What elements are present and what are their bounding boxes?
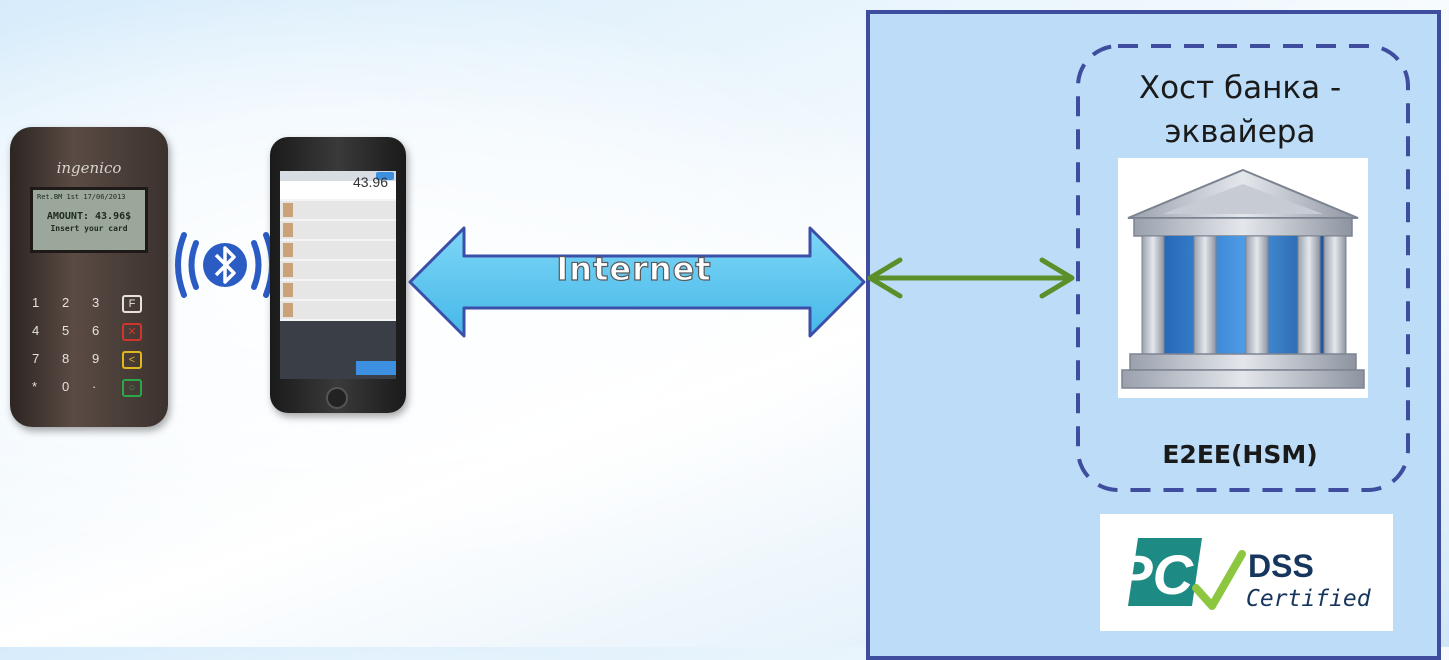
phone-screen: 43.96 — [280, 171, 396, 379]
terminal-key-ok: ○ — [122, 379, 142, 397]
terminal-key: * — [32, 379, 38, 394]
terminal-key: 5 — [62, 323, 70, 338]
pci-logo-graphic: PCI DSS Certified — [1115, 538, 1372, 612]
terminal-key: 0 — [62, 379, 70, 394]
phone-amount: 43.96 — [352, 174, 388, 190]
host-title-line-1: Хост банка - — [1138, 70, 1342, 106]
terminal-key: 4 — [32, 323, 40, 338]
bank-building-icon — [1118, 158, 1368, 398]
terminal-brand: ingenico — [56, 159, 122, 177]
internet-label: Internet — [556, 249, 712, 288]
terminal-key: · — [92, 379, 97, 394]
terminal-amount: AMOUNT: 43.96$ — [46, 211, 132, 222]
terminal-screen: Ret.BM 1st 17/06/2013 AMOUNT: 43.96$ Ins… — [30, 187, 148, 253]
host-boundary — [1076, 44, 1410, 492]
bluetooth-icon — [175, 232, 275, 298]
card-terminal: ingenico Ret.BM 1st 17/06/2013 AMOUNT: 4… — [10, 127, 168, 427]
internet-double-arrow — [408, 226, 866, 338]
pci-dss-logo: PCI DSS Certified — [1100, 514, 1393, 631]
pci-letters: PCI — [1115, 543, 1210, 606]
terminal-key-f: F — [122, 295, 142, 313]
pci-dss-text: DSS — [1248, 548, 1314, 584]
terminal-keypad: 1 2 3 F 4 5 6 ✕ 7 8 9 < * 0 · ○ — [32, 295, 152, 407]
terminal-key-cancel: ✕ — [122, 323, 142, 341]
e2ee-hsm-label: E2EE(HSM) — [1162, 440, 1318, 469]
terminal-key-clear: < — [122, 351, 142, 369]
terminal-key: 2 — [62, 295, 70, 310]
host-connection-arrow — [867, 257, 1075, 299]
terminal-key: 8 — [62, 351, 70, 366]
terminal-key: 6 — [92, 323, 100, 338]
phone-app-image — [280, 171, 396, 379]
terminal-key: 7 — [32, 351, 40, 366]
terminal-key: 3 — [92, 295, 100, 310]
smartphone: 43.96 — [270, 137, 406, 413]
host-title: Хост банка - эквайера — [1090, 66, 1390, 154]
terminal-key: 1 — [32, 295, 40, 310]
pci-certified-text: Certified — [1246, 586, 1372, 612]
phone-home-button — [326, 387, 348, 409]
terminal-key: 9 — [92, 351, 100, 366]
terminal-status: Ret.BM 1st 17/06/2013 — [37, 193, 126, 201]
terminal-prompt: Insert your card — [50, 224, 128, 233]
host-title-line-2: эквайера — [1164, 114, 1316, 150]
